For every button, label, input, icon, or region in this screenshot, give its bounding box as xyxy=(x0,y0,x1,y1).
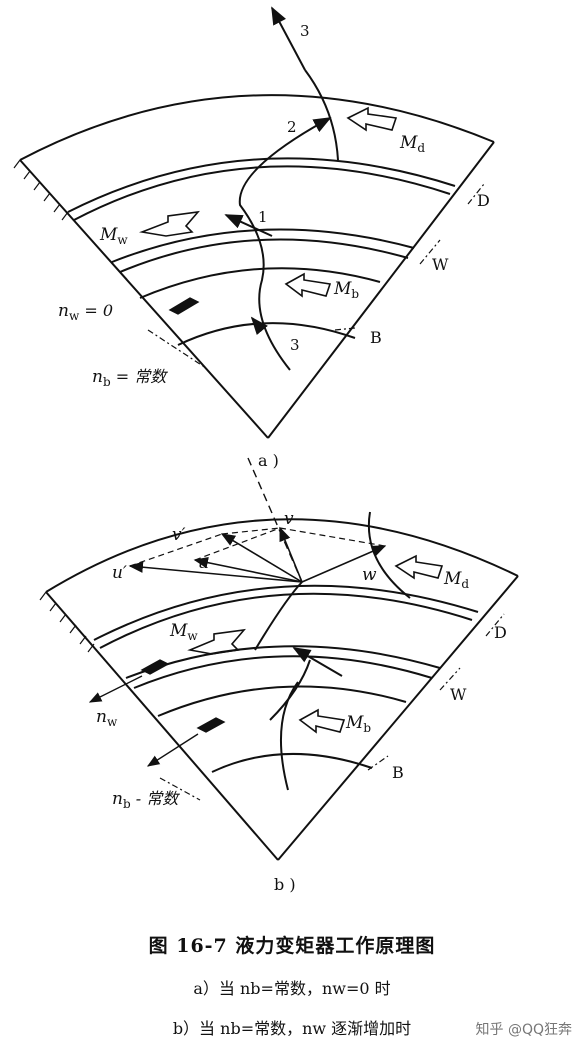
guide-inner-arc-b xyxy=(133,655,433,689)
nw-arrow-b xyxy=(88,675,143,703)
sector-right-edge-b xyxy=(277,575,519,861)
turbine-inner-arc2-b xyxy=(99,592,473,649)
caption-title: 图 16-7 液力变矩器工作原理图 xyxy=(149,934,436,957)
label-nw-b: nw xyxy=(96,707,118,729)
vector-w xyxy=(301,545,387,583)
caption: 图 16-7 液力变矩器工作原理图 a）当 nb=常数，nw=0 时 b）当 n… xyxy=(149,934,572,1038)
label-u-prime: u′ xyxy=(112,563,127,583)
nb-icon-b xyxy=(196,717,226,733)
label-3-bottom: 3 xyxy=(290,336,300,354)
mw-arrow-a xyxy=(138,210,200,237)
label-nb-a: nb = 常数 xyxy=(92,367,168,389)
fixed-hatch-b xyxy=(39,591,95,653)
vector-v xyxy=(279,526,303,583)
mb-arrow-a xyxy=(284,272,332,298)
arrow-3-top xyxy=(271,6,306,71)
sector-left-edge-a xyxy=(19,159,269,439)
axis-mark-w xyxy=(419,239,441,265)
label-w-vec: w xyxy=(362,565,377,585)
vector-u-prime xyxy=(128,561,303,583)
stator-blade-b xyxy=(367,511,411,599)
pump-blade-b xyxy=(279,681,299,791)
arrow-1 xyxy=(224,214,273,237)
turbine-blade-a xyxy=(304,69,339,161)
label-u: u xyxy=(198,553,209,573)
diagram-b-labels: v′ v u′ u w Md Mw Mb D W B nw nb - 常数 b … xyxy=(96,509,507,894)
label-md-b: Md xyxy=(443,569,469,591)
sector-right-edge-a xyxy=(267,141,495,439)
nw-dashline-a xyxy=(147,329,207,369)
vector-u xyxy=(193,556,303,583)
dashed-link-4 xyxy=(194,527,281,561)
caption-line-b: b）当 nb=常数，nw 逐渐增加时 xyxy=(173,1019,411,1038)
label-3-top: 3 xyxy=(300,22,310,40)
dashed-axis-b xyxy=(247,457,303,583)
label-md-a: Md xyxy=(399,133,425,155)
guide-blade-b xyxy=(269,659,311,721)
label-mb-b: Mb xyxy=(345,713,371,735)
label-mw-a: Mw xyxy=(99,225,128,247)
flow-path-a xyxy=(238,117,332,371)
label-b-b: B xyxy=(392,763,404,782)
label-d-a: D xyxy=(477,191,490,210)
label-2: 2 xyxy=(287,118,297,136)
axis-mark-b xyxy=(334,327,356,331)
nw-icon-b xyxy=(140,659,170,675)
nb-dashline-b xyxy=(159,777,201,801)
turbine-blade-b xyxy=(254,581,303,651)
turbine-outer-arc-b xyxy=(45,518,519,593)
fixed-hatch-a xyxy=(13,159,69,221)
label-w-b: W xyxy=(450,685,467,704)
label-nb-b: nb - 常数 xyxy=(112,789,180,811)
mb-arrow-b xyxy=(298,708,346,734)
axis-mark-b-b xyxy=(367,755,389,771)
turbine-inner-arc-b xyxy=(93,584,479,641)
label-w-a: W xyxy=(432,255,449,274)
axis-mark-d-b xyxy=(485,613,505,637)
axis-mark-w-b xyxy=(439,667,461,691)
dashed-link-2 xyxy=(279,527,386,547)
caption-line-a: a）当 nb=常数，nw=0 时 xyxy=(193,979,390,998)
pump-outer-arc-b xyxy=(157,685,407,717)
label-nw-a: nw = 0 xyxy=(58,301,113,323)
axis-mark-d xyxy=(467,183,485,205)
md-arrow-a xyxy=(346,106,398,132)
diagram-a xyxy=(13,6,495,439)
watermark: 知乎 @QQ狂奔 xyxy=(476,1021,573,1038)
pump-outer-arc-a xyxy=(139,267,381,299)
turbine-inner-arc-a xyxy=(67,157,456,213)
label-mw-b: Mw xyxy=(169,621,198,643)
sector-left-edge-b xyxy=(45,591,279,861)
label-1: 1 xyxy=(258,208,268,226)
md-arrow-b xyxy=(394,554,444,580)
mw-arrow-b xyxy=(187,628,246,655)
label-mb-a: Mb xyxy=(333,279,359,301)
label-b-a: B xyxy=(370,328,382,347)
arrow-3-bottom xyxy=(250,316,268,336)
label-part-a: a ) xyxy=(258,451,279,470)
label-part-b: b ) xyxy=(274,875,296,894)
label-d-b: D xyxy=(494,623,507,642)
turbine-outer-arc-a xyxy=(19,94,495,161)
label-v-prime: v′ xyxy=(172,525,186,545)
nb-arrow-b xyxy=(146,733,199,767)
pump-inner-arc-b xyxy=(211,752,373,773)
dashed-link-5 xyxy=(221,533,303,583)
arrow-guide-b xyxy=(292,647,343,677)
turbine-inner-arc2-a xyxy=(73,165,451,221)
dashed-link-3 xyxy=(129,533,223,567)
diagram-a-labels: 3 2 1 3 Md Mw Mb D W B nw = 0 nb = 常数 a … xyxy=(58,22,490,470)
nw-icon-a xyxy=(168,297,200,315)
diagram-b xyxy=(39,457,519,861)
label-v: v xyxy=(284,509,294,529)
